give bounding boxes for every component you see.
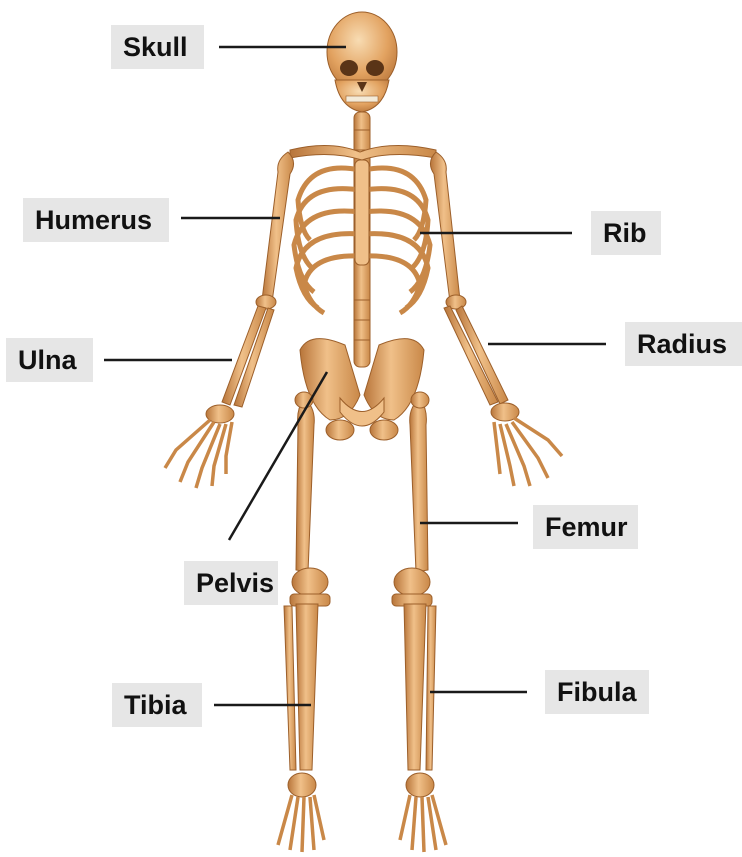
sternum-bone [355,160,369,265]
femur-label: Femur [533,505,638,549]
tibia-label: Tibia [112,683,202,727]
ulna-label: Ulna [6,338,93,382]
right-hand-bones [494,418,562,486]
skull-label: Skull [111,25,204,69]
skull-bone [327,12,397,112]
fibula-label: Fibula [545,670,649,714]
right-arm-bones [430,152,519,421]
left-hand-bones [165,420,232,488]
radius-label: Radius [625,322,742,366]
skeleton-illustration [165,12,562,852]
knee-bones [290,568,432,606]
humerus-label: Humerus [23,198,169,242]
pelvis-label: Pelvis [184,561,278,605]
rib-label: Rib [591,211,661,255]
lower-leg-bones [284,604,436,770]
left-arm-bones [206,152,294,423]
feet-bones [278,773,446,852]
